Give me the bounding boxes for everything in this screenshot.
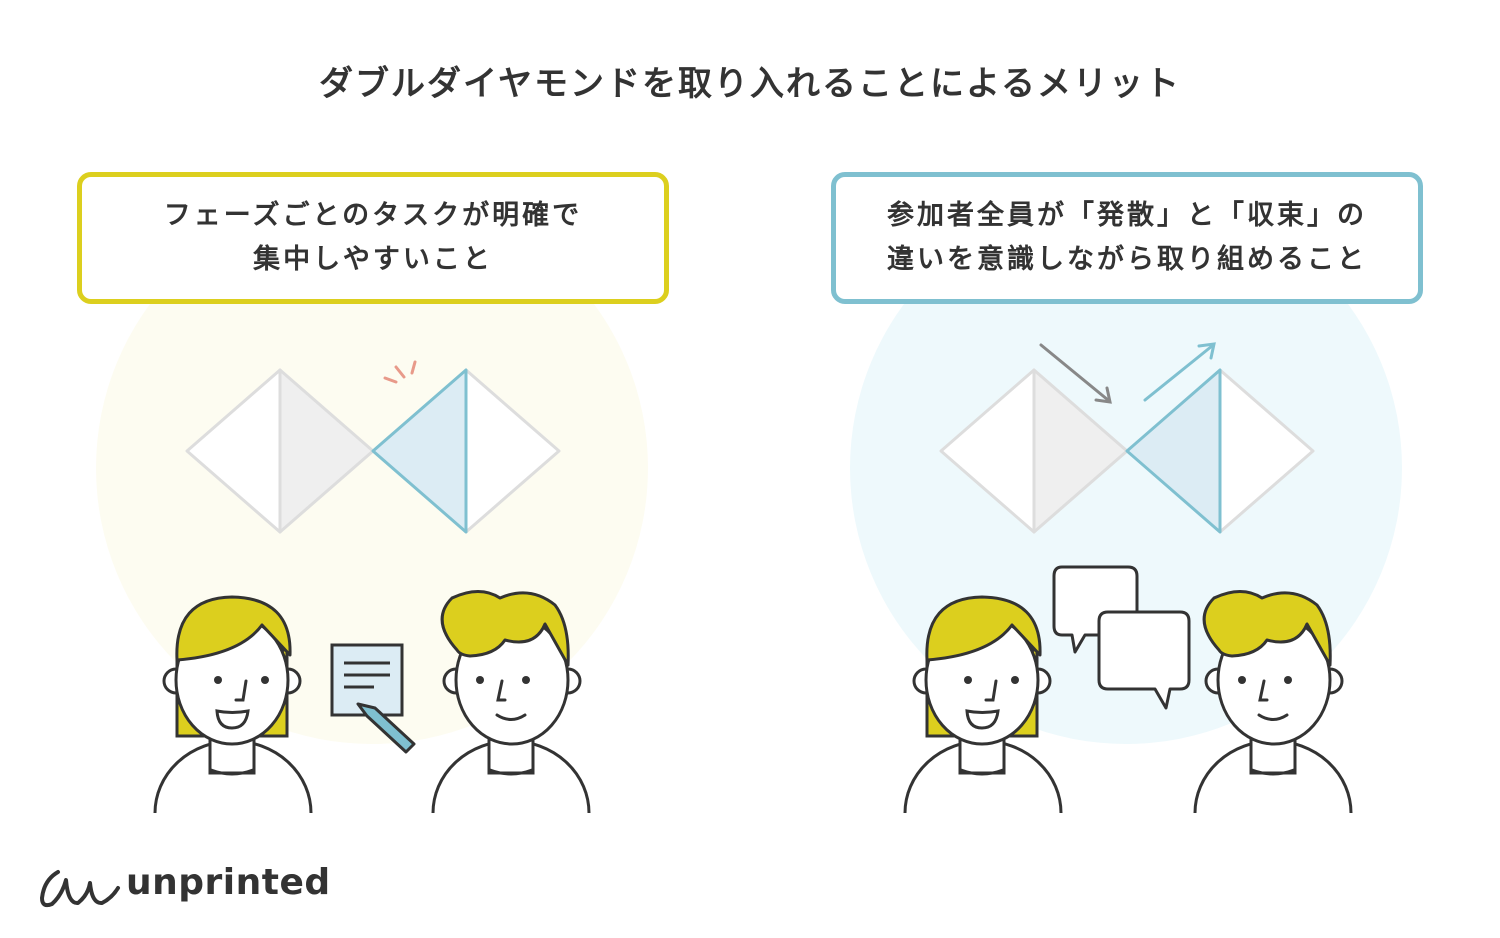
merit-text-line: 違いを意識しながら取り組めること bbox=[887, 244, 1367, 275]
unprinted-logo-mark bbox=[40, 870, 120, 908]
diverge-arrow-icon bbox=[1143, 342, 1216, 402]
highlight-spark-icon bbox=[383, 360, 417, 384]
merit-box-awareness: 参加者全員が「発散」と「収束」の 違いを意識しながら取り組めること bbox=[831, 172, 1423, 304]
speech-bubbles-icon bbox=[1052, 565, 1191, 710]
page-title: ダブルダイヤモンドを取り入れることによるメリット bbox=[319, 64, 1181, 104]
left-double-diamond bbox=[185, 368, 561, 534]
converge-arrow-icon bbox=[1039, 343, 1112, 404]
merit-text-line: 集中しやすいこと bbox=[253, 244, 493, 275]
merit-text-line: フェーズごとのタスクが明確で bbox=[163, 200, 583, 231]
merit-box-focus: フェーズごとのタスクが明確で 集中しやすいこと bbox=[77, 172, 669, 304]
merit-text-line: 参加者全員が「発散」と「収束」の bbox=[887, 200, 1367, 231]
brand-logo-text: unprinted bbox=[126, 862, 331, 903]
right-double-diamond bbox=[939, 368, 1315, 534]
brand-logo: unprinted bbox=[126, 862, 331, 903]
memo-with-pencil-icon bbox=[330, 643, 416, 754]
